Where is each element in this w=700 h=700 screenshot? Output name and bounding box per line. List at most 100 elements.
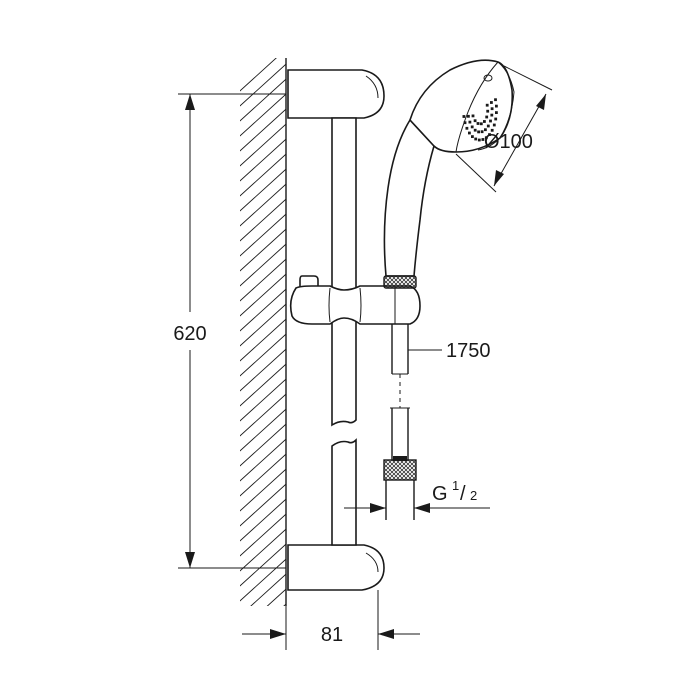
nozzle <box>480 130 484 134</box>
nozzle <box>462 115 466 118</box>
nozzle <box>474 137 478 141</box>
hatch-line <box>240 483 286 527</box>
nozzle <box>479 122 483 126</box>
thread-dimension: G 1 / 2 <box>344 478 490 513</box>
nozzle <box>494 117 498 121</box>
height-dimension: 620 <box>173 93 286 569</box>
hatch-line <box>240 453 286 497</box>
hatch-line <box>283 603 286 606</box>
nozzle <box>481 138 485 141</box>
hatch-line <box>240 393 286 437</box>
hatch-line <box>240 243 286 287</box>
head-diameter-dimension: Ø100 <box>455 65 553 193</box>
hatch-line <box>240 438 286 482</box>
nozzle <box>467 114 470 118</box>
nozzle <box>471 135 474 138</box>
hose-nut <box>383 459 417 481</box>
hatch-line <box>240 288 286 332</box>
hatch-line <box>240 78 286 122</box>
hatch-line <box>240 318 286 362</box>
hatch-line <box>240 153 286 197</box>
hatch-line <box>240 58 277 92</box>
hatch-line <box>240 93 286 137</box>
hatch-line <box>240 108 286 152</box>
hose-length-dimension: 1750 <box>408 340 491 362</box>
hatch-line <box>240 258 286 302</box>
wall-section <box>240 58 287 606</box>
hatch-line <box>266 588 286 606</box>
nozzle <box>495 111 498 114</box>
hatch-line <box>240 558 286 602</box>
hatch-line <box>240 63 286 107</box>
nozzle <box>473 128 477 132</box>
nozzle <box>477 138 481 142</box>
nozzle <box>484 128 487 132</box>
knurled-ring <box>383 275 417 289</box>
hose-length-label: 1750 <box>446 340 491 362</box>
hatch-line <box>240 273 286 317</box>
hatch-line <box>240 528 286 572</box>
nozzle <box>476 122 480 125</box>
hatch-line <box>240 543 286 587</box>
hatch-line <box>240 408 286 452</box>
hatch-line <box>240 498 286 542</box>
hatch-line <box>240 378 286 422</box>
hatch-line <box>240 363 286 407</box>
nozzle <box>485 103 489 107</box>
nozzle <box>463 121 467 125</box>
nozzle <box>485 115 489 119</box>
hatch-line <box>240 183 286 227</box>
nozzle <box>468 131 471 135</box>
hand-shower <box>383 59 515 289</box>
bottom-wall-bracket <box>287 544 385 591</box>
thread-label-main: G <box>432 483 448 505</box>
spray-mode-dot <box>483 74 493 82</box>
nozzle <box>471 114 475 118</box>
hatch-line <box>240 123 286 167</box>
hatch-line <box>240 198 286 242</box>
hatch-line <box>240 468 286 512</box>
nozzle <box>484 136 488 140</box>
nozzle <box>494 98 497 102</box>
nozzle <box>465 126 469 130</box>
nozzle <box>486 124 490 128</box>
nozzle <box>490 107 494 111</box>
shower-head-holder <box>289 275 421 325</box>
top-wall-bracket <box>287 69 385 119</box>
thread-fraction-slash: / <box>460 483 466 505</box>
hatch-line <box>240 348 286 392</box>
nozzle <box>483 120 486 123</box>
nozzle <box>486 109 490 113</box>
nozzle <box>495 104 498 108</box>
nozzle <box>492 123 496 127</box>
nozzle <box>470 125 474 129</box>
wall-hatching <box>240 58 286 606</box>
hatch-line <box>240 168 286 212</box>
hatch-line <box>240 228 286 272</box>
nozzle <box>468 120 472 124</box>
nozzle <box>477 130 480 134</box>
slide-rail <box>331 117 357 546</box>
projection-dimension-label: 81 <box>321 624 343 646</box>
hatch-line <box>240 333 286 377</box>
hatch-line <box>240 513 286 557</box>
nozzle <box>489 119 492 123</box>
thread-label-numerator: 1 <box>452 478 459 493</box>
height-dimension-label: 620 <box>173 323 206 345</box>
nozzle <box>490 128 494 132</box>
hatch-line <box>240 423 286 467</box>
hatch-line <box>240 213 286 257</box>
nozzle <box>490 101 493 104</box>
projection-dimension: 81 <box>242 590 420 650</box>
spray-nozzles <box>462 98 498 142</box>
hatch-line <box>240 138 286 182</box>
nozzle <box>488 133 491 136</box>
nozzle <box>490 113 494 117</box>
head-diameter-label: Ø100 <box>484 131 533 153</box>
hatch-line <box>250 573 286 606</box>
hatch-line <box>240 303 286 347</box>
shower-hose <box>383 324 417 520</box>
nozzle <box>473 119 477 123</box>
